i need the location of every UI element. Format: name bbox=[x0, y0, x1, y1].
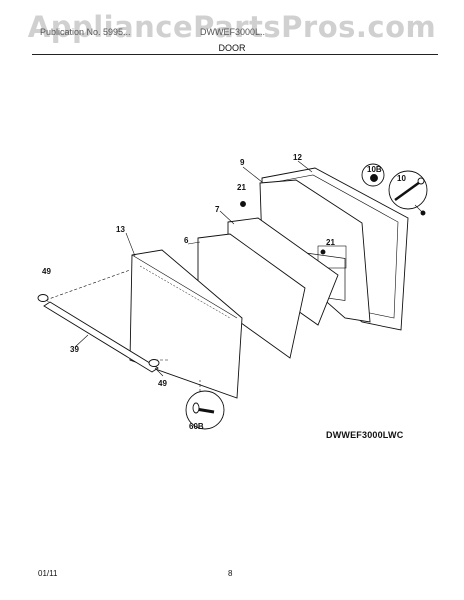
callout-9: 9 bbox=[240, 158, 245, 167]
callout-21-inner: 21 bbox=[326, 238, 335, 247]
part-49-endcap-right bbox=[148, 359, 160, 367]
callout-39: 39 bbox=[70, 345, 79, 354]
callout-49-left: 49 bbox=[42, 267, 51, 276]
callout-7: 7 bbox=[215, 205, 220, 214]
part-49-endcap-left bbox=[37, 294, 49, 302]
part-21-screw-top bbox=[240, 201, 246, 207]
header-rule bbox=[32, 54, 438, 55]
part-21-screw-inner bbox=[320, 249, 326, 255]
callout-60b: 60B bbox=[189, 422, 204, 431]
callout-6: 6 bbox=[184, 236, 189, 245]
watermark: AppliancePartsPros.com bbox=[27, 10, 437, 44]
callout-49-right: 49 bbox=[158, 379, 167, 388]
section-title: DOOR bbox=[218, 43, 246, 53]
callout-13: 13 bbox=[116, 225, 125, 234]
callout-10: 10 bbox=[397, 174, 406, 183]
header-model: DWWEF3000L.. bbox=[200, 27, 266, 37]
part-39-handle bbox=[43, 301, 159, 373]
footer-date: 01/11 bbox=[38, 569, 58, 578]
callout-10b: 10B bbox=[367, 165, 382, 174]
footer-page-number: 8 bbox=[228, 569, 233, 578]
callout-21-top: 21 bbox=[237, 183, 246, 192]
publication-number: Publication No. 5995... bbox=[40, 27, 131, 37]
callout-12: 12 bbox=[293, 153, 302, 162]
model-code: DWWEF3000LWC bbox=[326, 430, 404, 440]
